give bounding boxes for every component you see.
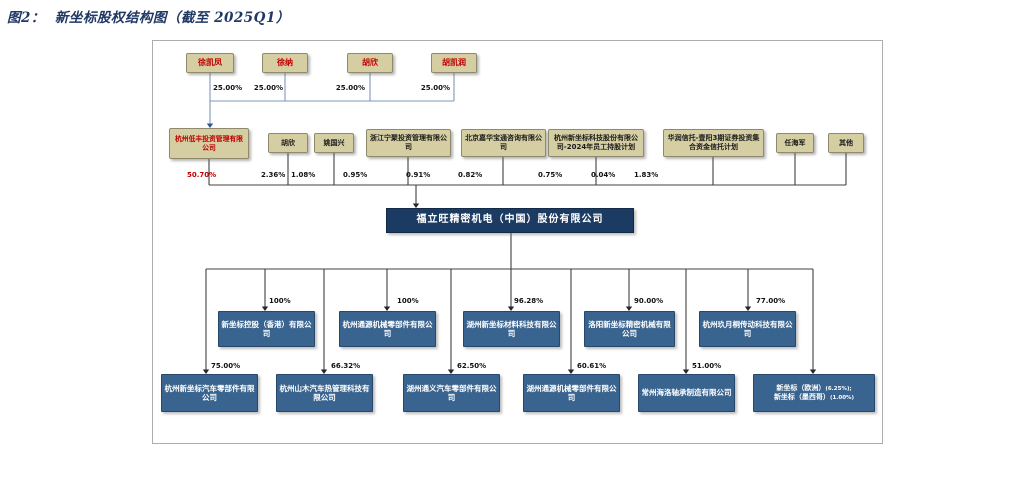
shareholder-box: 胡欣 <box>268 133 308 153</box>
shareholder-pct-label: 0.82% <box>458 171 483 179</box>
founder-box: 徐纳 <box>262 53 308 73</box>
subsidiary-l1-pct-label: 100% <box>269 297 291 305</box>
subsidiary-l2-line: 新坐标（墨西哥）(1.00%) <box>773 393 855 401</box>
shareholder-box: 姚国兴 <box>314 133 354 153</box>
subsidiary-l1-pct-label: 96.28% <box>514 297 544 305</box>
holding-company-box: 杭州低丰投资管理有限公司 <box>169 128 249 159</box>
founder-box: 胡欣 <box>347 53 393 73</box>
subsidiary-l1-box: 杭州玖月桐传动科技有限公司 <box>699 311 796 347</box>
subsidiary-l1-pct-label: 77.00% <box>756 297 786 305</box>
shareholder-box: 浙江宁聚投资管理有限公司 <box>366 129 451 157</box>
subsidiary-l2-pct-label: 75.00% <box>211 362 241 370</box>
subsidiary-l1-box: 洛阳新坐标精密机械有限公司 <box>584 311 675 347</box>
subsidiary-l2-pct-label: 51.00% <box>692 362 722 370</box>
subsidiary-l2-pct-label: 66.32% <box>331 362 361 370</box>
parent-company-box: 福立旺精密机电（中国）股份有限公司 <box>386 208 634 233</box>
figure-number: 图2： <box>7 10 45 26</box>
subsidiary-l2-box: 杭州山木汽车热管理科技有限公司 <box>276 374 373 412</box>
holding-company-pct-label: 50.70% <box>187 171 217 179</box>
subsidiary-l2-box: 湖州通义汽车零部件有限公司 <box>403 374 500 412</box>
subsidiary-l2-box: 杭州新坐标汽车零部件有限公司 <box>161 374 258 412</box>
shareholder-pct-label: 0.75% <box>538 171 563 179</box>
figure-title-text: 新坐标股权结构图（截至 2025Q1） <box>54 10 290 26</box>
subsidiary-l1-box: 杭州通源机械零部件有限公司 <box>339 311 436 347</box>
shareholder-box: 任海军 <box>776 133 814 153</box>
shareholder-box: 杭州新坐标科技股份有限公司-2024年员工持股计划 <box>548 129 644 157</box>
shareholder-pct-label: 0.91% <box>406 171 431 179</box>
subsidiary-l2-box: 湖州通源机械零部件有限公司 <box>523 374 620 412</box>
shareholder-box: 其他 <box>828 133 864 153</box>
subsidiary-l2-pct-label: 62.50% <box>457 362 487 370</box>
shareholder-box: 华润信托-壹阳3期证券投资集合资金信托计划 <box>663 129 764 157</box>
founder-pct-label: 25.00% <box>213 84 243 92</box>
subsidiary-l1-box: 新坐标控股（香港）有限公司 <box>218 311 315 347</box>
subsidiary-l2-box: 新坐标（欧洲）(6.25%);新坐标（墨西哥）(1.00%) <box>753 374 875 412</box>
chart-panel: 徐凯凤 25.00% 徐纳 25.00% 胡欣 25.00% 胡凯润 25.00% 杭州低丰投资… <box>152 40 883 444</box>
shareholder-box: 北京嘉华宝通咨询有限公司 <box>461 129 546 157</box>
subsidiary-l2-pct-label: 60.61% <box>577 362 607 370</box>
subsidiary-l2-line: 新坐标（欧洲）(6.25%); <box>776 384 852 393</box>
shareholder-pct-label: 1.83% <box>634 171 659 179</box>
founder-pct-label: 25.00% <box>420 84 450 92</box>
subsidiary-l1-box: 湖州新坐标材料科技有限公司 <box>463 311 560 347</box>
shareholder-pct-label: 1.08% <box>291 171 316 179</box>
founder-pct-label: 25.00% <box>335 84 365 92</box>
founder-pct-label: 25.00% <box>253 84 283 92</box>
shareholder-pct-label: 0.04% <box>591 171 616 179</box>
subsidiary-l1-pct-label: 100% <box>397 297 419 305</box>
shareholder-pct-label: 0.95% <box>343 171 368 179</box>
subsidiary-l2-box: 常州海洛轴承制造有限公司 <box>638 374 735 412</box>
figure-title: 图2： 新坐标股权结构图（截至 2025Q1） <box>7 6 290 26</box>
subsidiary-l1-pct-label: 90.00% <box>634 297 664 305</box>
founder-box: 徐凯凤 <box>186 53 234 73</box>
founder-box: 胡凯润 <box>431 53 477 73</box>
shareholder-pct-label: 2.36% <box>261 171 286 179</box>
